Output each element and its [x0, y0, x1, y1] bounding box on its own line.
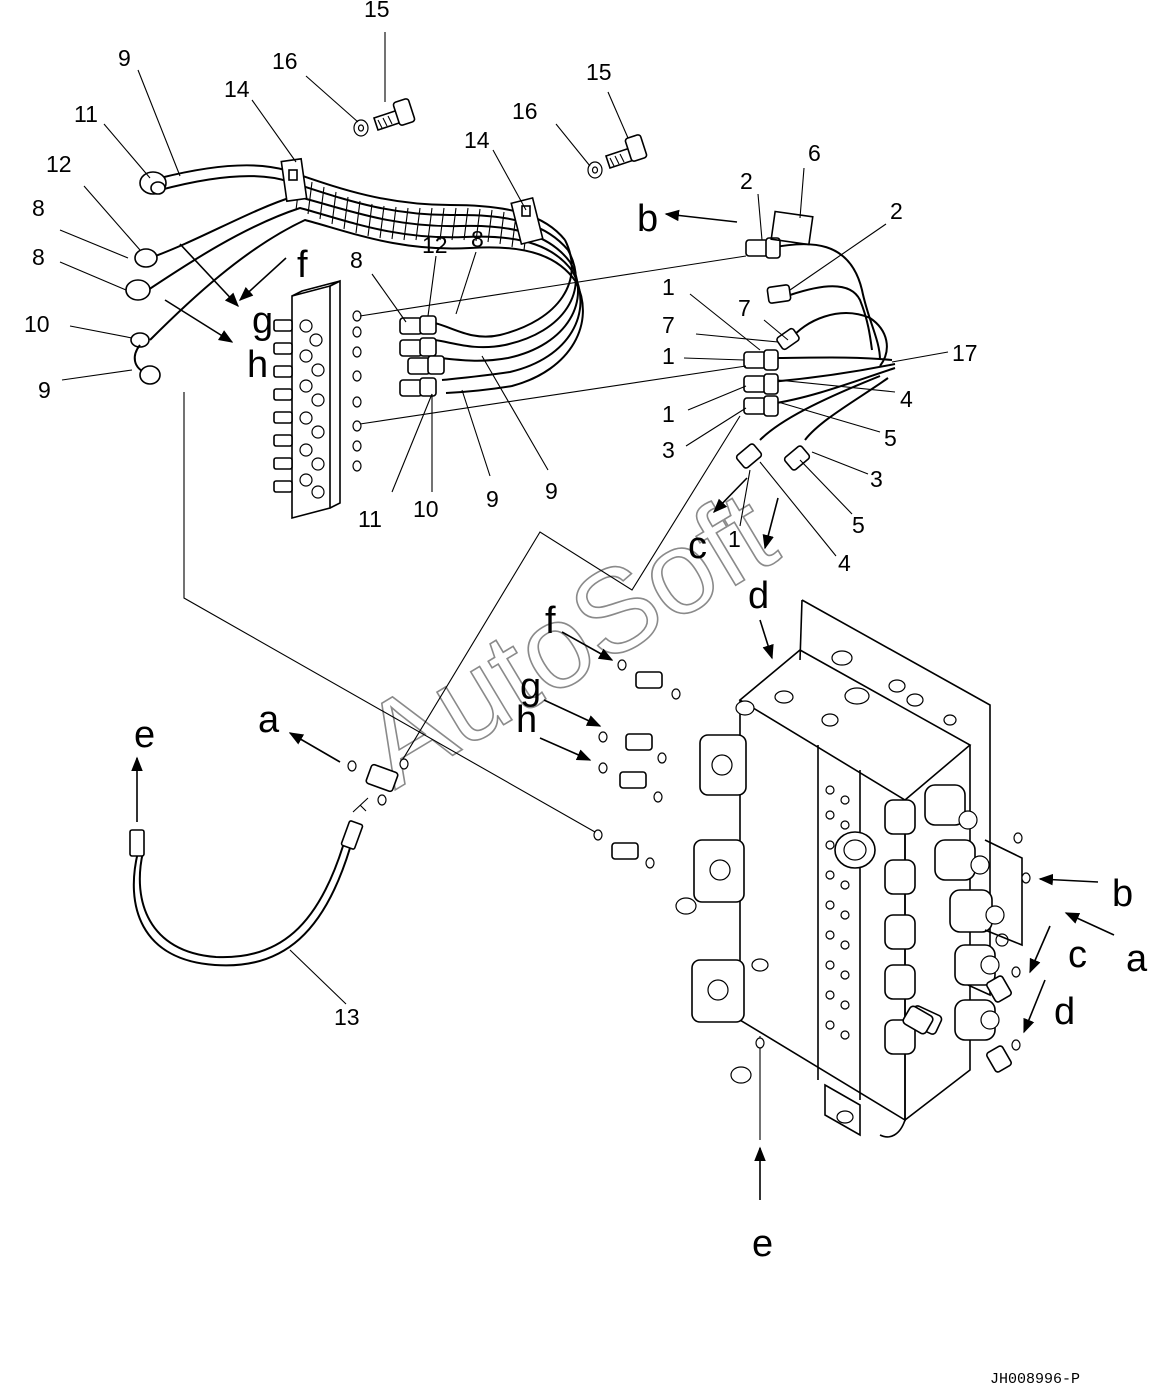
letter-g: g	[520, 666, 541, 708]
hose-13	[129, 797, 369, 967]
callout-2: 2	[890, 198, 903, 224]
callout-10: 10	[413, 496, 439, 522]
callout-1: 1	[728, 526, 741, 552]
callout-11: 11	[358, 506, 382, 532]
guide-lines	[183, 255, 761, 1140]
callout-6: 6	[808, 140, 821, 166]
hose-bundle	[144, 164, 584, 394]
callout-8: 8	[32, 244, 45, 270]
callout-14: 14	[464, 127, 490, 153]
centre-hose-fittings	[399, 315, 445, 397]
letter-a: a	[1126, 938, 1148, 980]
callout-8: 8	[32, 195, 45, 221]
callout-9: 9	[545, 478, 558, 504]
letter-b: b	[1112, 873, 1133, 915]
letter-e: e	[752, 1223, 773, 1265]
main-control-valve	[593, 599, 1031, 1138]
hose-clamp-right	[510, 196, 544, 246]
callout-13: 13	[334, 1004, 360, 1030]
callout-3: 3	[662, 437, 675, 463]
left-hose-fittings	[125, 171, 167, 385]
callout-9: 9	[38, 377, 51, 403]
callout-12: 12	[46, 151, 72, 177]
callout-5: 5	[852, 512, 865, 538]
flow-arrows	[131, 209, 1115, 1200]
callout-numbers: 15 16 14 9 11 12 8 8 10 9 15 16 14 8 12 …	[24, 0, 978, 1030]
callout-8: 8	[471, 226, 484, 252]
drawing-code: JH008996-P	[990, 1371, 1080, 1388]
letter-h: h	[247, 344, 268, 386]
letter-f: f	[545, 600, 556, 642]
callout-16: 16	[512, 98, 538, 124]
callout-15: 15	[364, 0, 390, 22]
callout-1: 1	[662, 343, 675, 369]
callout-3: 3	[870, 466, 883, 492]
letter-b: b	[637, 198, 658, 240]
callout-10: 10	[24, 311, 50, 337]
callout-1: 1	[662, 401, 675, 427]
callout-9: 9	[118, 45, 131, 71]
letter-f: f	[297, 244, 308, 286]
callout-4: 4	[900, 386, 913, 412]
callout-7: 7	[662, 312, 675, 338]
callout-11: 11	[74, 101, 98, 127]
connection-letters: f g h b c d f g h a e b c a d e	[134, 198, 1148, 1265]
callout-8: 8	[350, 247, 363, 273]
callout-17: 17	[952, 340, 978, 366]
adapter-a	[347, 758, 409, 806]
letter-d: d	[748, 575, 769, 617]
callout-15: 15	[586, 59, 612, 85]
letter-c: c	[1068, 934, 1087, 976]
callout-2: 2	[740, 168, 753, 194]
letter-g: g	[252, 300, 273, 342]
letter-a: a	[258, 699, 280, 741]
callout-4: 4	[838, 550, 851, 576]
callout-9: 9	[486, 486, 499, 512]
right-hose-group	[735, 210, 896, 471]
callout-7: 7	[738, 295, 751, 321]
hose-clamp-left	[280, 157, 308, 203]
callout-5: 5	[884, 425, 897, 451]
bolt-15-right	[604, 134, 648, 170]
letter-c: c	[688, 525, 707, 567]
letter-h: h	[516, 699, 537, 741]
callout-14: 14	[224, 76, 250, 102]
washer-16-right	[587, 161, 603, 179]
leader-lines	[59, 32, 949, 1005]
o-rings-column	[352, 310, 362, 472]
callout-1: 1	[662, 274, 675, 300]
pilot-manifold-block	[273, 279, 341, 520]
washer-16-left	[353, 119, 369, 137]
callout-12: 12	[422, 232, 448, 258]
bolt-15-left	[372, 98, 416, 132]
letter-d: d	[1054, 991, 1075, 1033]
callout-16: 16	[272, 48, 298, 74]
letter-e: e	[134, 714, 155, 756]
